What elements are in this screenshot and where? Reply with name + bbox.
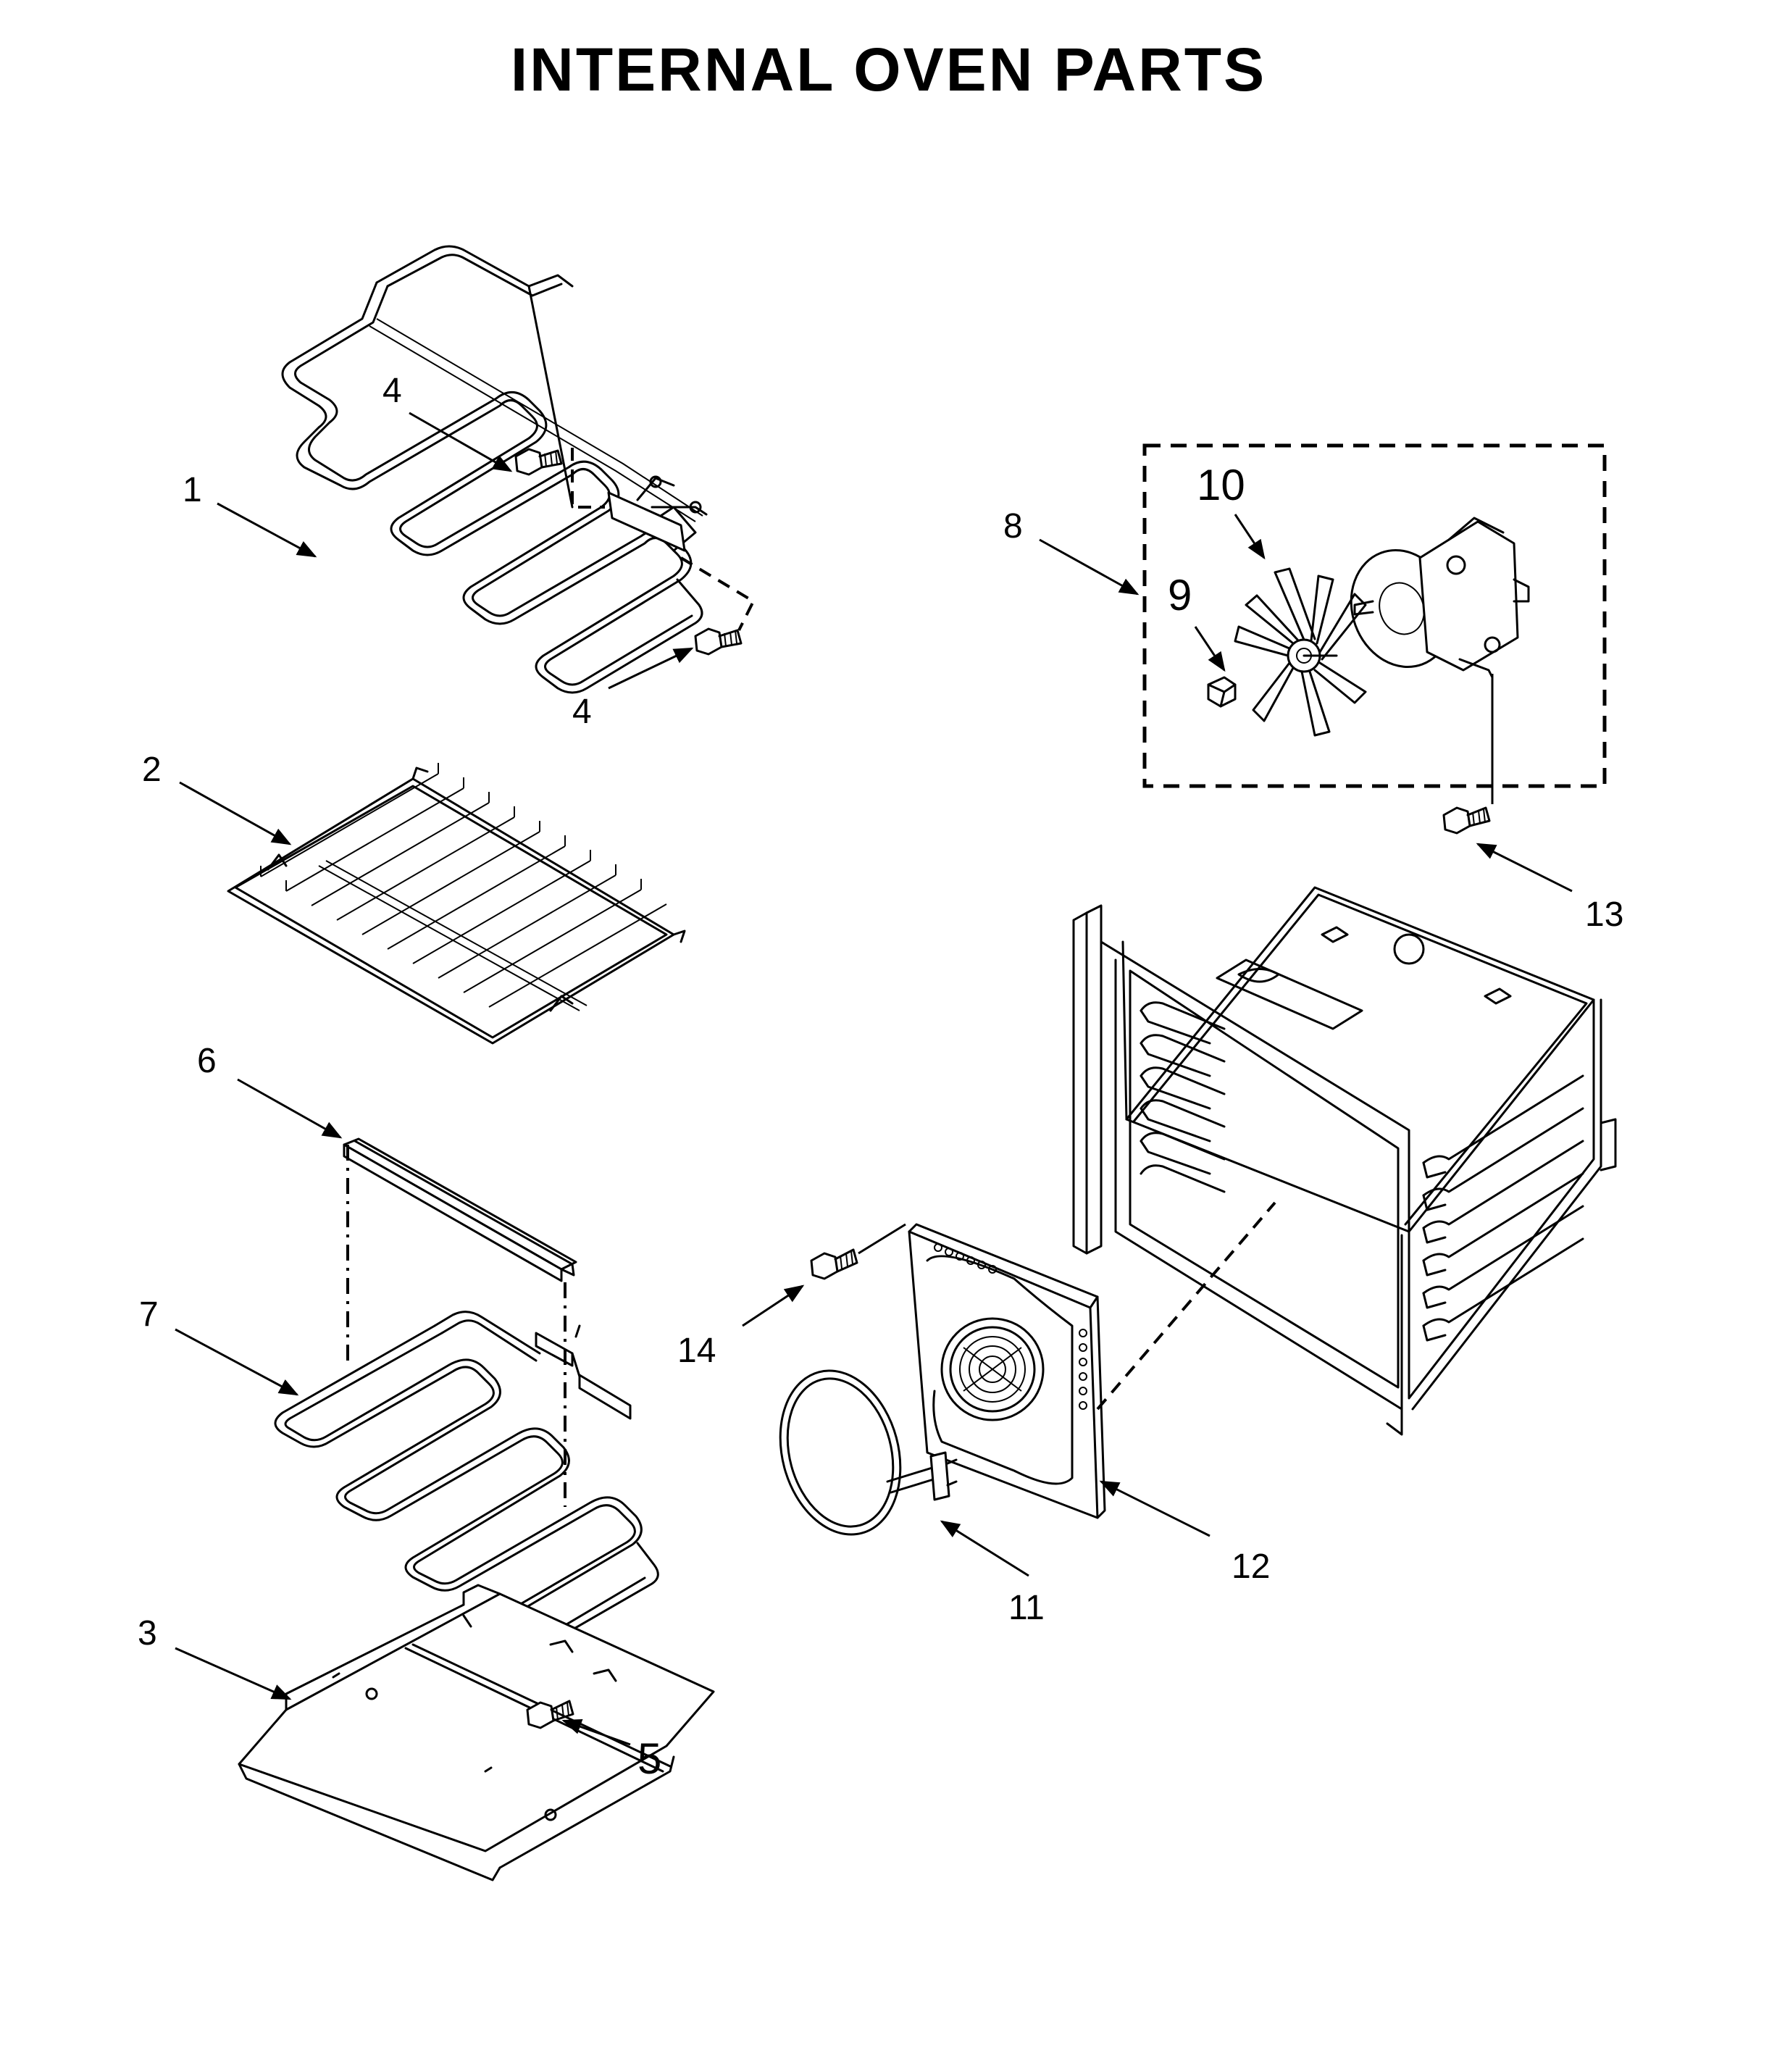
fan-motor: [1350, 517, 1530, 679]
callout-7: 7: [139, 1295, 159, 1334]
callout-1: 1: [183, 471, 202, 509]
part-2-oven-rack: [227, 763, 686, 1045]
part-3-bottom-panel: [238, 1584, 715, 1881]
screw-14: [810, 1248, 858, 1280]
part-9-fan-nut: [1207, 676, 1237, 708]
screw-5: [526, 1700, 574, 1729]
callout-8: 8: [1003, 507, 1023, 546]
callout-3: 3: [138, 1614, 157, 1653]
assembly-lines: [346, 443, 1607, 1507]
callout-5: 5: [637, 1734, 661, 1783]
screw-4-upper: [514, 448, 563, 476]
callout-14: 14: [677, 1332, 716, 1370]
part-1-broil-element: [281, 245, 708, 694]
callout-6: 6: [197, 1042, 217, 1080]
leader-arrows: [175, 412, 1573, 1746]
callout-12: 12: [1232, 1547, 1270, 1586]
callout-4-lower: 4: [572, 693, 592, 731]
page-title: INTERNAL OVEN PARTS: [510, 35, 1267, 104]
callouts: 4 1 4 2 6 7 3 5 8 9 10 11 12 13 14: [138, 372, 1623, 1783]
part-11-convection-element: [779, 1369, 958, 1536]
part-6-deflector: [343, 1137, 577, 1282]
callout-11: 11: [1008, 1589, 1045, 1627]
part-10-fan-blade: [1234, 567, 1367, 737]
callout-2: 2: [142, 751, 162, 789]
part-12-rear-panel: [908, 1223, 1106, 1519]
screw-13: [1442, 806, 1491, 835]
callout-10: 10: [1197, 461, 1245, 509]
callout-9: 9: [1168, 571, 1192, 619]
part-7-bake-element: [274, 1311, 659, 1663]
oven-cavity: [1072, 886, 1617, 1436]
screw-4-lower: [694, 627, 743, 656]
callout-13: 13: [1585, 895, 1623, 934]
callout-4-upper: 4: [382, 372, 402, 410]
